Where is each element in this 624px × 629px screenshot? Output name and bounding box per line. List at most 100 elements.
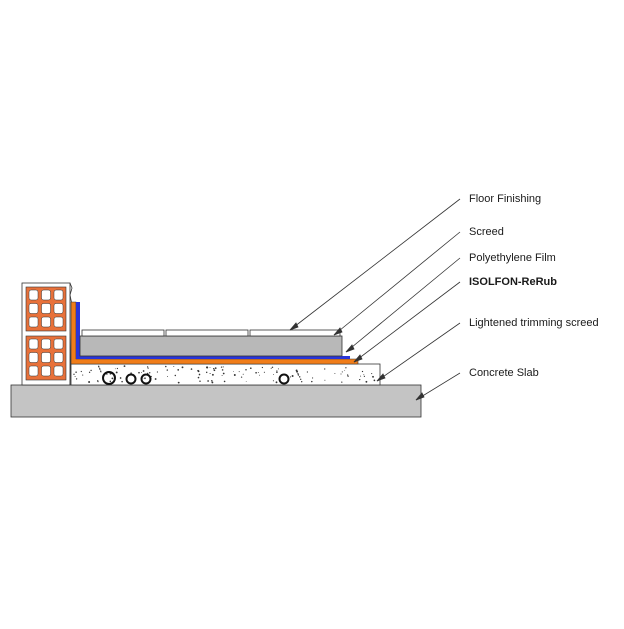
- aggregate-dot: [312, 377, 314, 379]
- floor-tile-2: [165, 329, 249, 337]
- aggregate-dot: [242, 373, 244, 375]
- aggregate-dot: [177, 369, 180, 371]
- aggregate-dot: [340, 373, 342, 375]
- aggregate-dot: [74, 376, 76, 377]
- floor-tile-1: [81, 329, 165, 337]
- aggregate-dot: [75, 378, 78, 380]
- aggregate-dot: [88, 371, 91, 373]
- brick-hole: [53, 289, 64, 301]
- aggregate-dot: [245, 381, 247, 382]
- aggregate-dot: [296, 370, 299, 373]
- aggregate-dot: [156, 371, 158, 373]
- lightened-trimming-screed-layer: [70, 363, 381, 386]
- aggregate-dot: [334, 373, 336, 374]
- aggregate-dot: [154, 378, 157, 380]
- aggregate-dot: [344, 370, 346, 371]
- aggregate-dot: [213, 368, 215, 370]
- aggregate-dot: [222, 372, 225, 375]
- aggregate-dot: [255, 371, 257, 374]
- aggregate-dot: [88, 381, 91, 383]
- aggregate-dot: [289, 376, 292, 378]
- aggregate-dot: [145, 378, 146, 380]
- aggregate-dot: [114, 368, 116, 370]
- aggregate-dot: [73, 373, 75, 375]
- screed-layer: [79, 335, 343, 357]
- aggregate-dot: [90, 369, 92, 372]
- aggregate-dot: [297, 373, 299, 375]
- pipe-1: [102, 371, 116, 385]
- aggregate-dot: [166, 369, 169, 371]
- aggregate-dot: [223, 380, 226, 383]
- aggregate-dot: [82, 374, 84, 376]
- aggregate-dot: [363, 374, 365, 376]
- brick-hole: [41, 316, 51, 328]
- aggregate-dot: [276, 371, 278, 373]
- aggregate-dot: [174, 374, 177, 377]
- aggregate-dot: [80, 370, 82, 373]
- aggregate-dot: [106, 373, 108, 375]
- pipe-4: [278, 373, 290, 385]
- aggregate-dot: [341, 371, 343, 373]
- aggregate-dot: [275, 381, 278, 384]
- aggregate-dot: [240, 376, 243, 378]
- label-polyethylene-film: Polyethylene Film: [469, 252, 556, 264]
- aggregate-dot: [291, 375, 294, 377]
- brick-hole: [28, 352, 39, 363]
- aggregate-dot: [259, 374, 260, 376]
- aggregate-dot: [306, 371, 309, 373]
- aggregate-dot: [197, 376, 200, 379]
- brick-hole: [28, 303, 39, 314]
- aggregate-dot: [121, 380, 123, 383]
- aggregate-dot: [221, 369, 224, 371]
- aggregate-dot: [148, 372, 151, 374]
- aggregate-dot: [207, 380, 209, 382]
- leader-lines: [289, 198, 461, 401]
- aggregate-dot: [144, 376, 146, 378]
- aggregate-dot: [143, 378, 145, 380]
- aggregate-dot: [198, 373, 201, 376]
- aggregate-dot: [298, 376, 301, 378]
- leader-lightened-trimming-screed: [376, 322, 461, 382]
- aggregate-dot: [272, 380, 274, 382]
- leader-screed: [333, 231, 461, 336]
- brick-hole: [41, 338, 51, 350]
- aggregate-dot: [109, 380, 112, 383]
- aggregate-dot: [372, 376, 374, 378]
- aggregate-dot: [324, 379, 326, 381]
- brick-hole: [53, 303, 64, 314]
- brick-hole: [41, 365, 51, 377]
- aggregate-dot: [98, 366, 100, 368]
- aggregate-dot: [111, 377, 114, 380]
- aggregate-dot: [363, 375, 365, 377]
- aggregate-dot: [146, 366, 149, 368]
- label-screed: Screed: [469, 226, 504, 238]
- aggregate-dot: [263, 371, 265, 373]
- aggregate-dot: [371, 373, 373, 375]
- aggregate-dot: [75, 371, 77, 373]
- aggregate-dot: [213, 369, 216, 372]
- aggregate-dot: [233, 374, 236, 376]
- aggregate-dot: [345, 367, 347, 369]
- aggregate-dot: [181, 366, 184, 369]
- aggregate-dot: [100, 370, 102, 372]
- aggregate-dot: [190, 368, 193, 370]
- aggregate-dot: [209, 372, 211, 375]
- brick-hole: [28, 338, 39, 350]
- aggregate-dot: [206, 366, 208, 369]
- aggregate-dot: [97, 381, 99, 383]
- aggregate-dot: [249, 367, 252, 370]
- aggregate-dot: [232, 370, 234, 372]
- aggregate-dot: [165, 365, 167, 368]
- aggregate-dot: [245, 368, 247, 371]
- aggregate-dot: [116, 367, 118, 370]
- brick-hole: [28, 316, 39, 328]
- brick-hole: [41, 352, 51, 363]
- aggregate-dot: [99, 369, 101, 371]
- aggregate-dot: [130, 372, 132, 374]
- aggregate-dot: [360, 375, 362, 377]
- aggregate-dot: [365, 380, 368, 383]
- aggregate-dot: [138, 371, 140, 374]
- brick-hole: [53, 316, 64, 328]
- aggregate-dot: [119, 377, 122, 379]
